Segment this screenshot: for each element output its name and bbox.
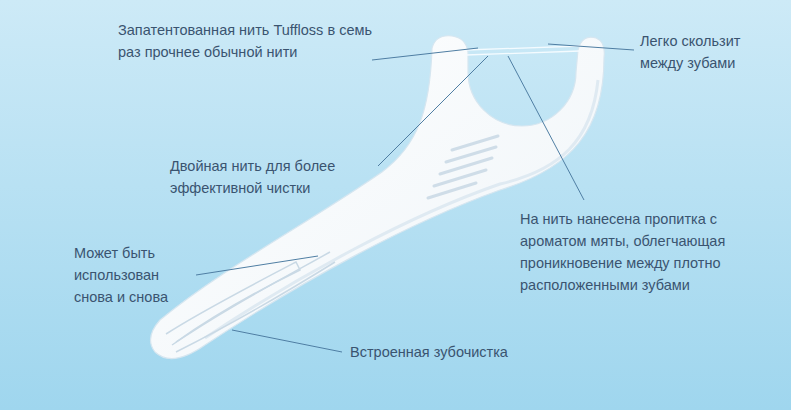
toothpick [166,252,335,352]
pick-body [151,36,605,359]
callout-label: Двойная нить для более эффективной чистк… [170,155,385,199]
pick-shade [205,80,598,338]
callout-label: На нить нанесена пропитка с ароматом мят… [520,208,780,296]
floss-thread [466,46,580,55]
callout-label: Может быть использован снова и снова [74,242,194,308]
grip-ridges [428,136,498,198]
leader-lines [196,44,634,352]
callout-label: Легко скользит между зубами [640,30,770,74]
callout-label: Запатентованная нить Tuffloss в семь раз… [118,19,380,63]
callout-label: Встроенная зубочистка [350,341,570,363]
